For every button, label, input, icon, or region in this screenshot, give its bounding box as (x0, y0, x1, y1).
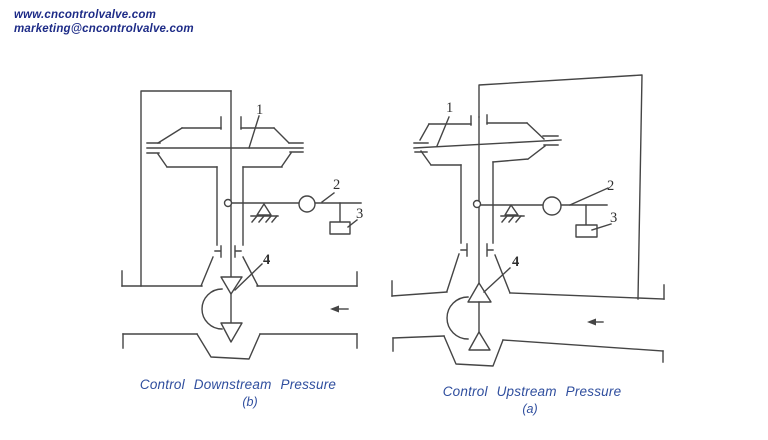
left-part-label-2: 2 (333, 177, 341, 193)
right-flow-arrow (587, 318, 604, 326)
left-actuator (146, 90, 304, 287)
body-partition-arc (446, 296, 469, 340)
diaphragm-line (413, 139, 562, 149)
right-part-label-1: 1 (446, 100, 454, 116)
weight (329, 221, 351, 235)
left-diagram (121, 90, 362, 360)
left-part-label-3: 3 (356, 206, 364, 222)
yoke (216, 166, 244, 246)
left-pipe (121, 270, 358, 360)
right-sensing-line (478, 74, 643, 300)
left-lever-assembly (223, 195, 362, 235)
right-valve-trim (446, 282, 492, 351)
right-pipe (391, 280, 665, 367)
packing-gland (214, 245, 242, 258)
lower-plug (468, 331, 491, 351)
roller (542, 196, 562, 216)
left-sensing-line (140, 90, 232, 287)
yoke (460, 161, 494, 244)
left-part-label-1: 1 (256, 102, 264, 118)
right-caption: Control Upstream Pressure (442, 384, 622, 399)
left-flow-arrow (330, 305, 349, 313)
upper-plug (467, 282, 492, 303)
pivot-pin (223, 198, 233, 208)
right-part-label-3: 3 (610, 210, 618, 226)
left-caption-tag: (b) (242, 395, 258, 409)
pivot-pin (472, 199, 482, 209)
valve-body-pocket (443, 335, 504, 367)
right-label-leaders (436, 116, 612, 293)
right-part-label-2: 2 (607, 178, 615, 194)
left-caption: Control Downstream Pressure (139, 377, 337, 392)
right-actuator (413, 114, 562, 294)
right-part-label-4: 4 (512, 254, 520, 270)
left-valve-trim (201, 276, 243, 343)
lower-plug (220, 322, 243, 343)
right-diagram (391, 74, 665, 367)
packing-gland (460, 243, 494, 257)
header-contact: www.cncontrolvalve.com marketing@cncontr… (14, 8, 194, 37)
ground-hatching (251, 215, 278, 223)
weight (575, 224, 598, 238)
ground-hatching (501, 215, 522, 223)
fulcrum (256, 203, 272, 216)
header-email: marketing@cncontrolvalve.com (14, 23, 194, 36)
upper-plug (220, 276, 243, 295)
fulcrum (504, 204, 519, 216)
header-website: www.cncontrolvalve.com (14, 9, 157, 21)
bonnet (200, 256, 259, 287)
left-label-leaders (234, 115, 358, 291)
right-caption-tag: (a) (522, 402, 538, 416)
roller (298, 195, 316, 213)
right-lever-assembly (472, 196, 608, 238)
body-partition-arc (201, 288, 223, 330)
valve-body-pocket (196, 333, 261, 360)
left-part-label-4: 4 (263, 252, 271, 268)
